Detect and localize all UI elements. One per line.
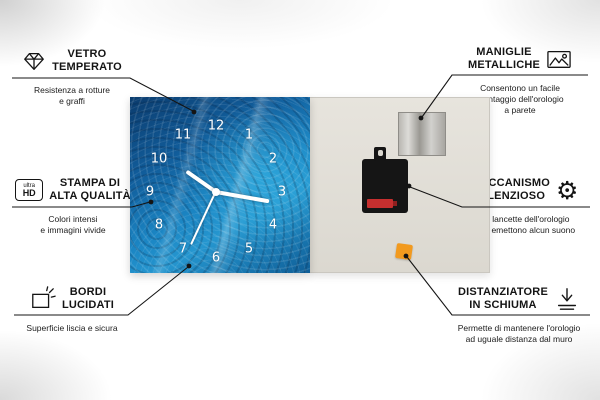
clock-number: 7	[178, 241, 188, 257]
hook-hole	[377, 150, 383, 156]
ultra-hd-label-top: ultra	[23, 182, 36, 189]
polished-edge-icon	[30, 286, 56, 312]
callout-title: MANIGLIE METALLICHE	[467, 46, 541, 71]
metal-handle-plate	[398, 112, 446, 156]
abstract-blue-pattern	[130, 97, 310, 273]
callout-stampa-alta-qualita: ultra HD STAMPA DI ALTA QUALITÀ Colori i…	[6, 175, 140, 236]
clock-number: 12	[207, 118, 225, 134]
callout-distanziatore-schiuma: DISTANZIATORE IN SCHIUMA Permette di man…	[446, 284, 592, 345]
clock-mechanism	[362, 147, 408, 213]
clock-number: 6	[211, 250, 221, 266]
callout-bordi-lucidati: BORDI LUCIDATI Superficie liscia e sicur…	[8, 284, 136, 334]
callout-vetro-temperato: VETRO TEMPERATO Resistenza a rotture e g…	[6, 46, 138, 107]
ultra-hd-label-bottom: HD	[22, 187, 36, 198]
glass-reflection	[130, 97, 310, 273]
ultra-hd-icon: ultra HD	[15, 179, 44, 201]
picture-frame-icon	[546, 47, 572, 71]
callout-title: VETRO TEMPERATO	[52, 48, 122, 73]
clock-number: 5	[244, 241, 254, 257]
spacer-arrow-icon	[554, 286, 580, 312]
foam-spacer	[395, 242, 413, 261]
clock-number: 4	[268, 217, 278, 233]
diamond-icon	[22, 49, 46, 73]
callout-description: Resistenza a rotture e graffi	[33, 85, 111, 107]
clock-number: 9	[145, 184, 155, 200]
clock-number: 2	[268, 151, 278, 167]
clock-center-cap	[212, 188, 220, 196]
callout-title: STAMPA DI ALTA QUALITÀ	[49, 177, 131, 202]
clock-number: 8	[154, 217, 164, 233]
callout-description: Colori intensi e immagini vivide	[40, 214, 106, 236]
callout-description: Superficie liscia e sicura	[26, 323, 118, 333]
gear-icon: ⚙	[555, 175, 579, 205]
battery-tip	[393, 201, 397, 206]
clock-number: 11	[174, 127, 192, 143]
clock-front-view: 12 1 2 3 4 5 6 7 8 9 10 11	[130, 97, 310, 273]
callout-description: Permette di mantenere l'orologio ad ugua…	[457, 323, 581, 345]
callout-title: BORDI LUCIDATI	[61, 286, 115, 311]
battery	[367, 199, 397, 208]
clock-number: 1	[244, 127, 254, 143]
hanging-hook	[374, 147, 386, 161]
clock-number: 10	[150, 151, 168, 167]
clock-number: 3	[277, 184, 287, 200]
callout-title: DISTANZIATORE IN SCHIUMA	[458, 286, 548, 311]
